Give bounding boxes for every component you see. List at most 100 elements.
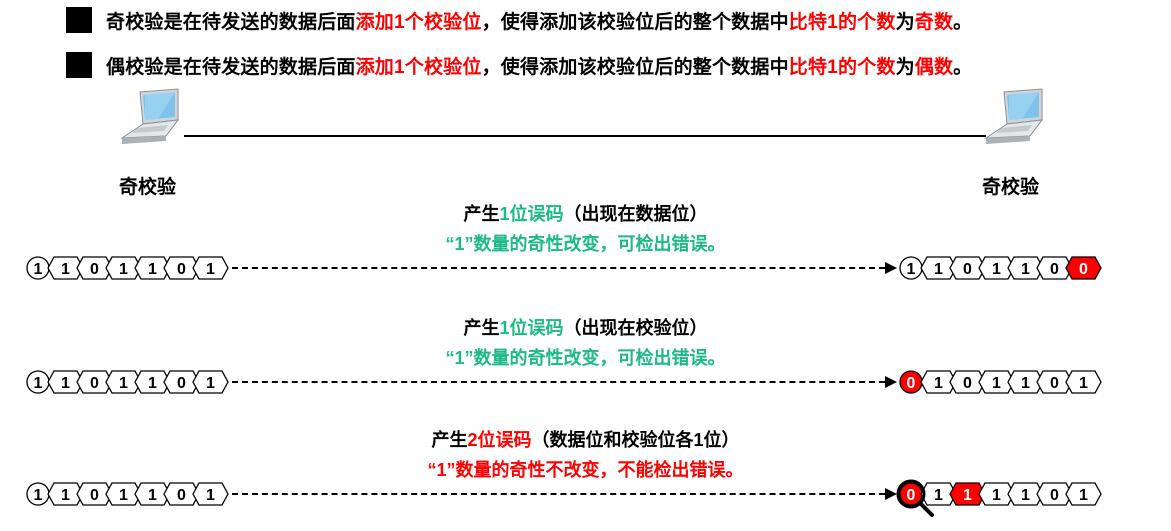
definition-segment: ，使得添加该校验位后的整个数据中 [481,56,789,78]
link-line [184,135,986,137]
case-title: 产生2位误码（数据位和校验位各1位） [0,426,1171,452]
bit-value: 0 [177,375,186,392]
definition-text: 奇校验是在待发送的数据后面添加1个校验位，使得添加该校验位后的整个数据中比特1的… [106,7,972,34]
bit-value: 1 [1021,487,1030,504]
definition-text: 偶校验是在待发送的数据后面添加1个校验位，使得添加该校验位后的整个数据中比特1的… [106,52,972,79]
sender-label: 奇校验 [119,177,177,198]
bit-value: 1 [206,375,215,392]
bit-value: 0 [1050,375,1059,392]
highlight-text: 比特1的个数 [788,56,896,78]
bit-value: 0 [1079,261,1088,278]
case-title-part: （出现在校验位） [563,318,708,338]
receiver-label: 奇校验 [982,177,1040,198]
received-sequence: 0 1 1 1 1 0 1 [896,479,1123,531]
bit-cell [192,256,229,280]
definition-segment: 偶校验是在待发送的数据后面 [106,56,356,78]
bit-value: 1 [119,375,128,392]
definition-odd: 奇校验是在待发送的数据后面添加1个校验位，使得添加该校验位后的整个数据中比特1的… [66,6,972,34]
definition-segment: 。 [953,11,973,33]
bit-value: 1 [992,375,1001,392]
bit-value: 1 [934,487,943,504]
bit-value: 0 [963,375,972,392]
definition-segment: ，使得添加该校验位后的整个数据中 [481,11,789,33]
bit-value: 1 [148,261,157,278]
arrowhead-icon [885,376,897,388]
highlight-text: 添加1个校验位 [355,11,482,33]
bit-value: 1 [61,261,70,278]
bit-value: 0 [90,375,99,392]
case-title-part: （出现在数据位） [563,204,708,224]
magnifier-icon [896,479,934,517]
case-note: “1”数量的奇性改变，可检出错误。 [445,348,726,368]
case-title-part: （数据位和校验位各1位） [531,430,740,450]
bit-value: 1 [119,487,128,504]
bit-value: 1 [148,487,157,504]
case-title: 产生1位误码（出现在校验位） [0,314,1171,340]
bit-value: 0 [1050,487,1059,504]
bit-value: 1 [34,375,43,392]
bit-value: 1 [1021,375,1030,392]
bit-value: 1 [61,375,70,392]
case-note: “1”数量的奇性改变，可检出错误。 [445,234,726,254]
bit-value: 1 [992,487,1001,504]
bit-value: 1 [34,487,43,504]
highlight-text: 比特1的个数 [788,11,896,33]
received-sequence: 1 1 0 1 1 0 0 [899,256,1103,287]
definition-segment: 为 [895,11,915,33]
laptop-icon [984,88,1044,144]
transmission-arrow [232,381,885,383]
bit-value: 1 [61,487,70,504]
bit-value: 1 [1079,487,1088,504]
error-bit-cell [1065,256,1102,280]
arrowhead-icon [885,262,897,274]
bit-value: 1 [206,261,215,278]
bit-value: 1 [963,487,972,504]
laptop-icon [120,88,180,144]
definition-segment: 奇校验是在待发送的数据后面 [106,11,356,33]
bit-cell [1065,482,1102,506]
bit-value: 1 [1079,375,1088,392]
case-title-part: 1位误码 [499,318,564,338]
bit-value: 1 [119,261,128,278]
sent-sequence: 1 1 0 1 1 0 1 [26,482,230,513]
bit-cell [192,482,229,506]
bit-value: 0 [1050,261,1059,278]
case-note: “1”数量的奇性不改变，不能检出错误。 [427,460,744,480]
bit-value: 0 [177,487,186,504]
bit-value: 1 [992,261,1001,278]
bit-value: 1 [907,261,916,278]
bit-value: 1 [206,487,215,504]
transmission-arrow [232,493,885,495]
case-title-part: 1位误码 [499,204,564,224]
definition-even: 偶校验是在待发送的数据后面添加1个校验位，使得添加该校验位后的整个数据中比特1的… [66,51,972,79]
bit-value: 0 [907,487,916,504]
bit-cell [1065,370,1102,394]
case-title-part: 产生 [463,318,500,338]
bit-value: 0 [963,261,972,278]
square-bullet-icon [66,7,92,33]
sent-sequence: 1 1 0 1 1 0 1 [26,370,230,401]
bit-value: 1 [934,261,943,278]
bit-value: 1 [148,375,157,392]
square-bullet-icon [66,52,92,78]
case-title-part: 2位误码 [467,430,532,450]
transmission-arrow [232,267,885,269]
bit-cell [192,370,229,394]
case-title-part: 产生 [431,430,468,450]
bit-value: 0 [907,375,916,392]
highlight-text: 添加1个校验位 [355,56,482,78]
bit-value: 0 [177,261,186,278]
definition-segment: 。 [953,56,973,78]
bit-value: 1 [1021,261,1030,278]
bit-value: 1 [34,261,43,278]
bit-value: 0 [90,487,99,504]
case-title-part: 产生 [463,204,500,224]
highlight-text: 偶数 [914,56,954,78]
arrowhead-icon [885,488,897,500]
case-title: 产生1位误码（出现在数据位） [0,200,1171,226]
highlight-text: 奇数 [914,11,954,33]
definition-segment: 为 [895,56,915,78]
sent-sequence: 1 1 0 1 1 0 1 [26,256,230,287]
bit-value: 0 [90,261,99,278]
